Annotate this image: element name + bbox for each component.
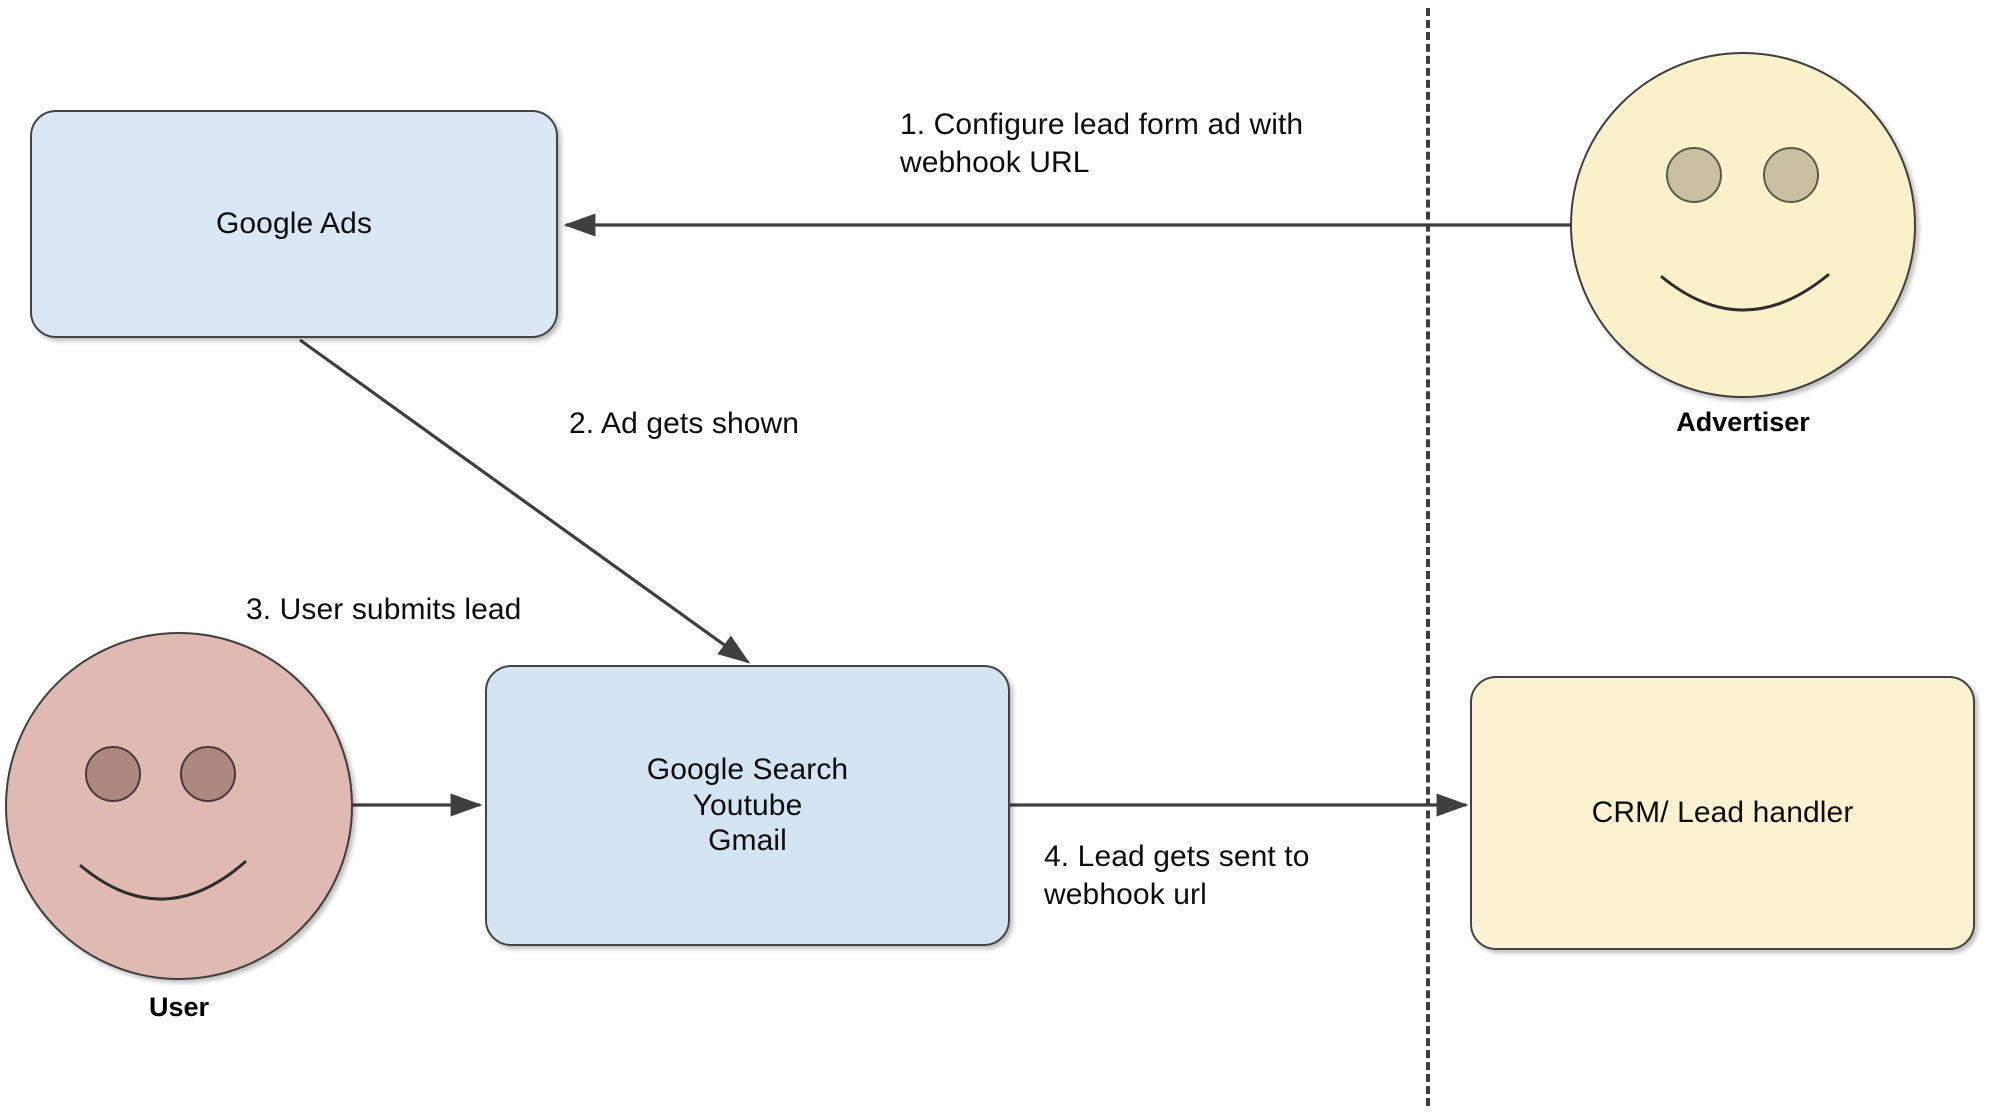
smile-mouth-icon [79,860,247,901]
actor-advertiser[interactable]: Advertiser [1570,52,1916,452]
left-eye-icon [85,746,141,802]
edge-label-step-3: 3. User submits lead [246,593,522,626]
boundary-divider-dashed-line [1426,8,1430,1106]
node-google-ads-label: Google Ads [215,207,373,241]
edge-label-step-2: 2. Ad gets shown [569,407,800,440]
node-google-properties-label: Google Search Youtube Gmail [646,753,849,858]
right-eye-icon [180,746,236,802]
user-name-label: User [148,992,210,1022]
edge-label-step-4: 4. Lead gets sent to webhook url [1044,840,1310,912]
advertiser-name-label: Advertiser [1676,407,1810,437]
node-google-ads[interactable]: Google Ads [30,110,558,338]
smiley-face-icon [1660,147,1830,312]
advertiser-face-circle [1570,52,1916,398]
node-crm-lead-handler-label: CRM/ Lead handler [1591,796,1854,830]
node-google-properties[interactable]: Google Search Youtube Gmail [485,665,1010,946]
user-face-circle [5,632,353,980]
smile-mouth-icon [1660,273,1830,312]
edge-label-step-1: 1. Configure lead form ad with webhook U… [900,108,1304,180]
right-eye-icon [1763,147,1819,203]
smiley-face-icon [79,746,247,901]
node-crm-lead-handler[interactable]: CRM/ Lead handler [1470,676,1975,950]
actor-user[interactable]: User [5,632,353,1042]
left-eye-icon [1666,147,1722,203]
